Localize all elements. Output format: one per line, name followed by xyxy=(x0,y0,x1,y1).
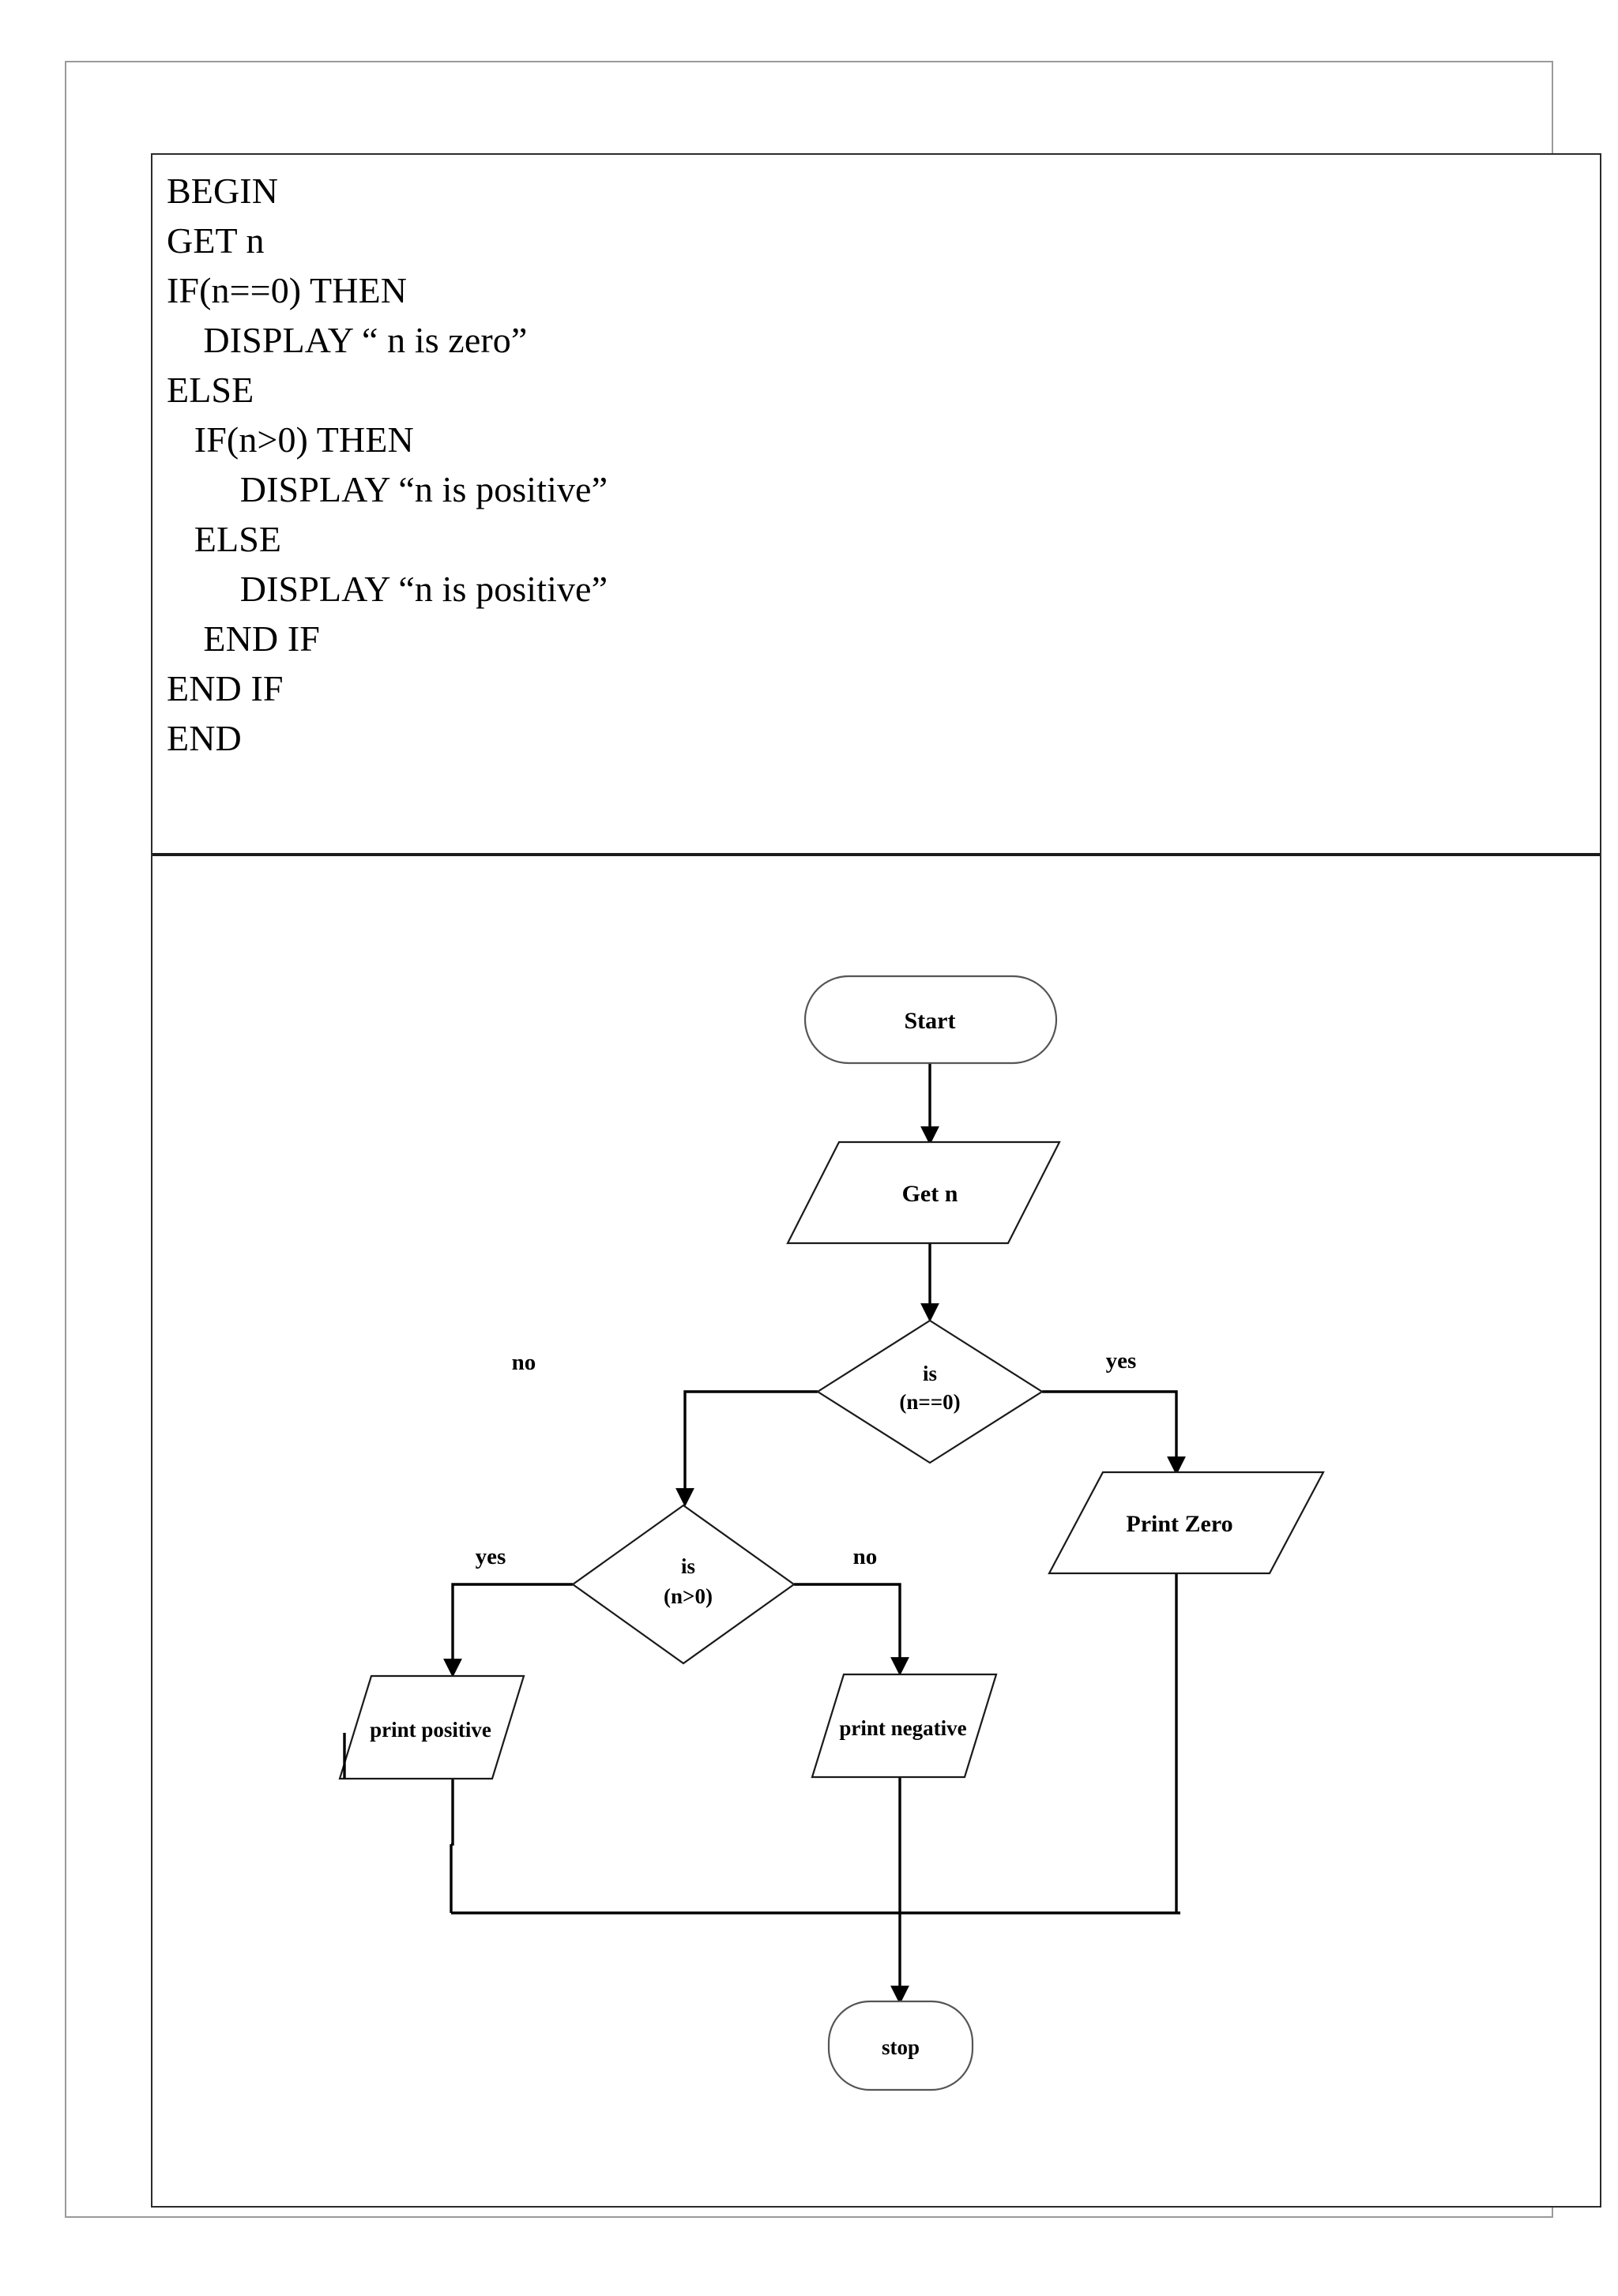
pseudocode-line-8: ELSE xyxy=(167,519,282,559)
content-table: BEGIN GET n IF(n==0) THEN DISPLAY “ n is… xyxy=(151,153,1601,2208)
printpositive-label: print positive xyxy=(370,1718,491,1742)
decision-positive-label-line1: is xyxy=(681,1554,695,1578)
printpositive-io-shape xyxy=(338,1674,525,1780)
edge-positive-no-branch xyxy=(794,1583,909,1676)
pseudocode-line-2: GET n xyxy=(167,220,265,261)
flowchart-cell: Start Get n is (n==0) no yes Print Zero … xyxy=(152,856,1600,2206)
pseudocode-line-4: DISPLAY “ n is zero” xyxy=(167,320,528,360)
decision-positive-shape xyxy=(571,1504,796,1665)
printzero-io-shape xyxy=(1048,1471,1325,1575)
printzero-label: Print Zero xyxy=(1126,1511,1232,1537)
edge-zero-yes-branch xyxy=(1042,1390,1186,1475)
pseudocode-line-6: IF(n>0) THEN xyxy=(167,419,414,460)
pseudocode-line-9: DISPLAY “n is positive” xyxy=(167,569,608,609)
decision-positive-label-line2: (n>0) xyxy=(664,1584,713,1608)
printnegative-io-shape xyxy=(811,1673,998,1779)
edge-printpositive-to-merge xyxy=(451,1779,454,1846)
pseudocode-line-1: BEGIN xyxy=(167,171,279,211)
pseudocode-line-7: DISPLAY “n is positive” xyxy=(167,469,608,509)
start-terminal-label: Start xyxy=(905,1008,956,1034)
edge-positive-yes-branch xyxy=(443,1583,573,1678)
stop-terminal xyxy=(827,2000,974,2091)
pseudocode-line-5: ELSE xyxy=(167,370,254,410)
edge-label-positive-yes: yes xyxy=(476,1544,506,1569)
pseudocode-line-10: END IF xyxy=(167,618,320,659)
edge-label-zero-yes: yes xyxy=(1106,1348,1137,1373)
edge-label-zero-no: no xyxy=(512,1350,536,1375)
decision-zero-label-line1: is xyxy=(923,1362,937,1385)
edge-zero-no-branch xyxy=(675,1390,818,1507)
getn-label: Get n xyxy=(902,1181,958,1207)
flowchart-diagram: Start Get n is (n==0) no yes Print Zero … xyxy=(338,975,1325,2091)
edge-label-positive-no: no xyxy=(853,1544,878,1569)
getn-io-shape xyxy=(786,1140,1061,1245)
pseudocode-line-3: IF(n==0) THEN xyxy=(167,270,408,310)
stop-terminal-label: stop xyxy=(882,2035,920,2059)
pseudocode-line-12: END xyxy=(167,718,242,758)
decision-zero-label-line2: (n==0) xyxy=(899,1390,960,1414)
printnegative-label: print negative xyxy=(839,1716,966,1740)
decision-zero-shape xyxy=(815,1319,1044,1464)
page-frame: BEGIN GET n IF(n==0) THEN DISPLAY “ n is… xyxy=(65,61,1601,2218)
start-terminal xyxy=(803,975,1058,1065)
pseudocode-cell: BEGIN GET n IF(n==0) THEN DISPLAY “ n is… xyxy=(152,155,1600,856)
pseudocode-line-11: END IF xyxy=(167,668,284,708)
